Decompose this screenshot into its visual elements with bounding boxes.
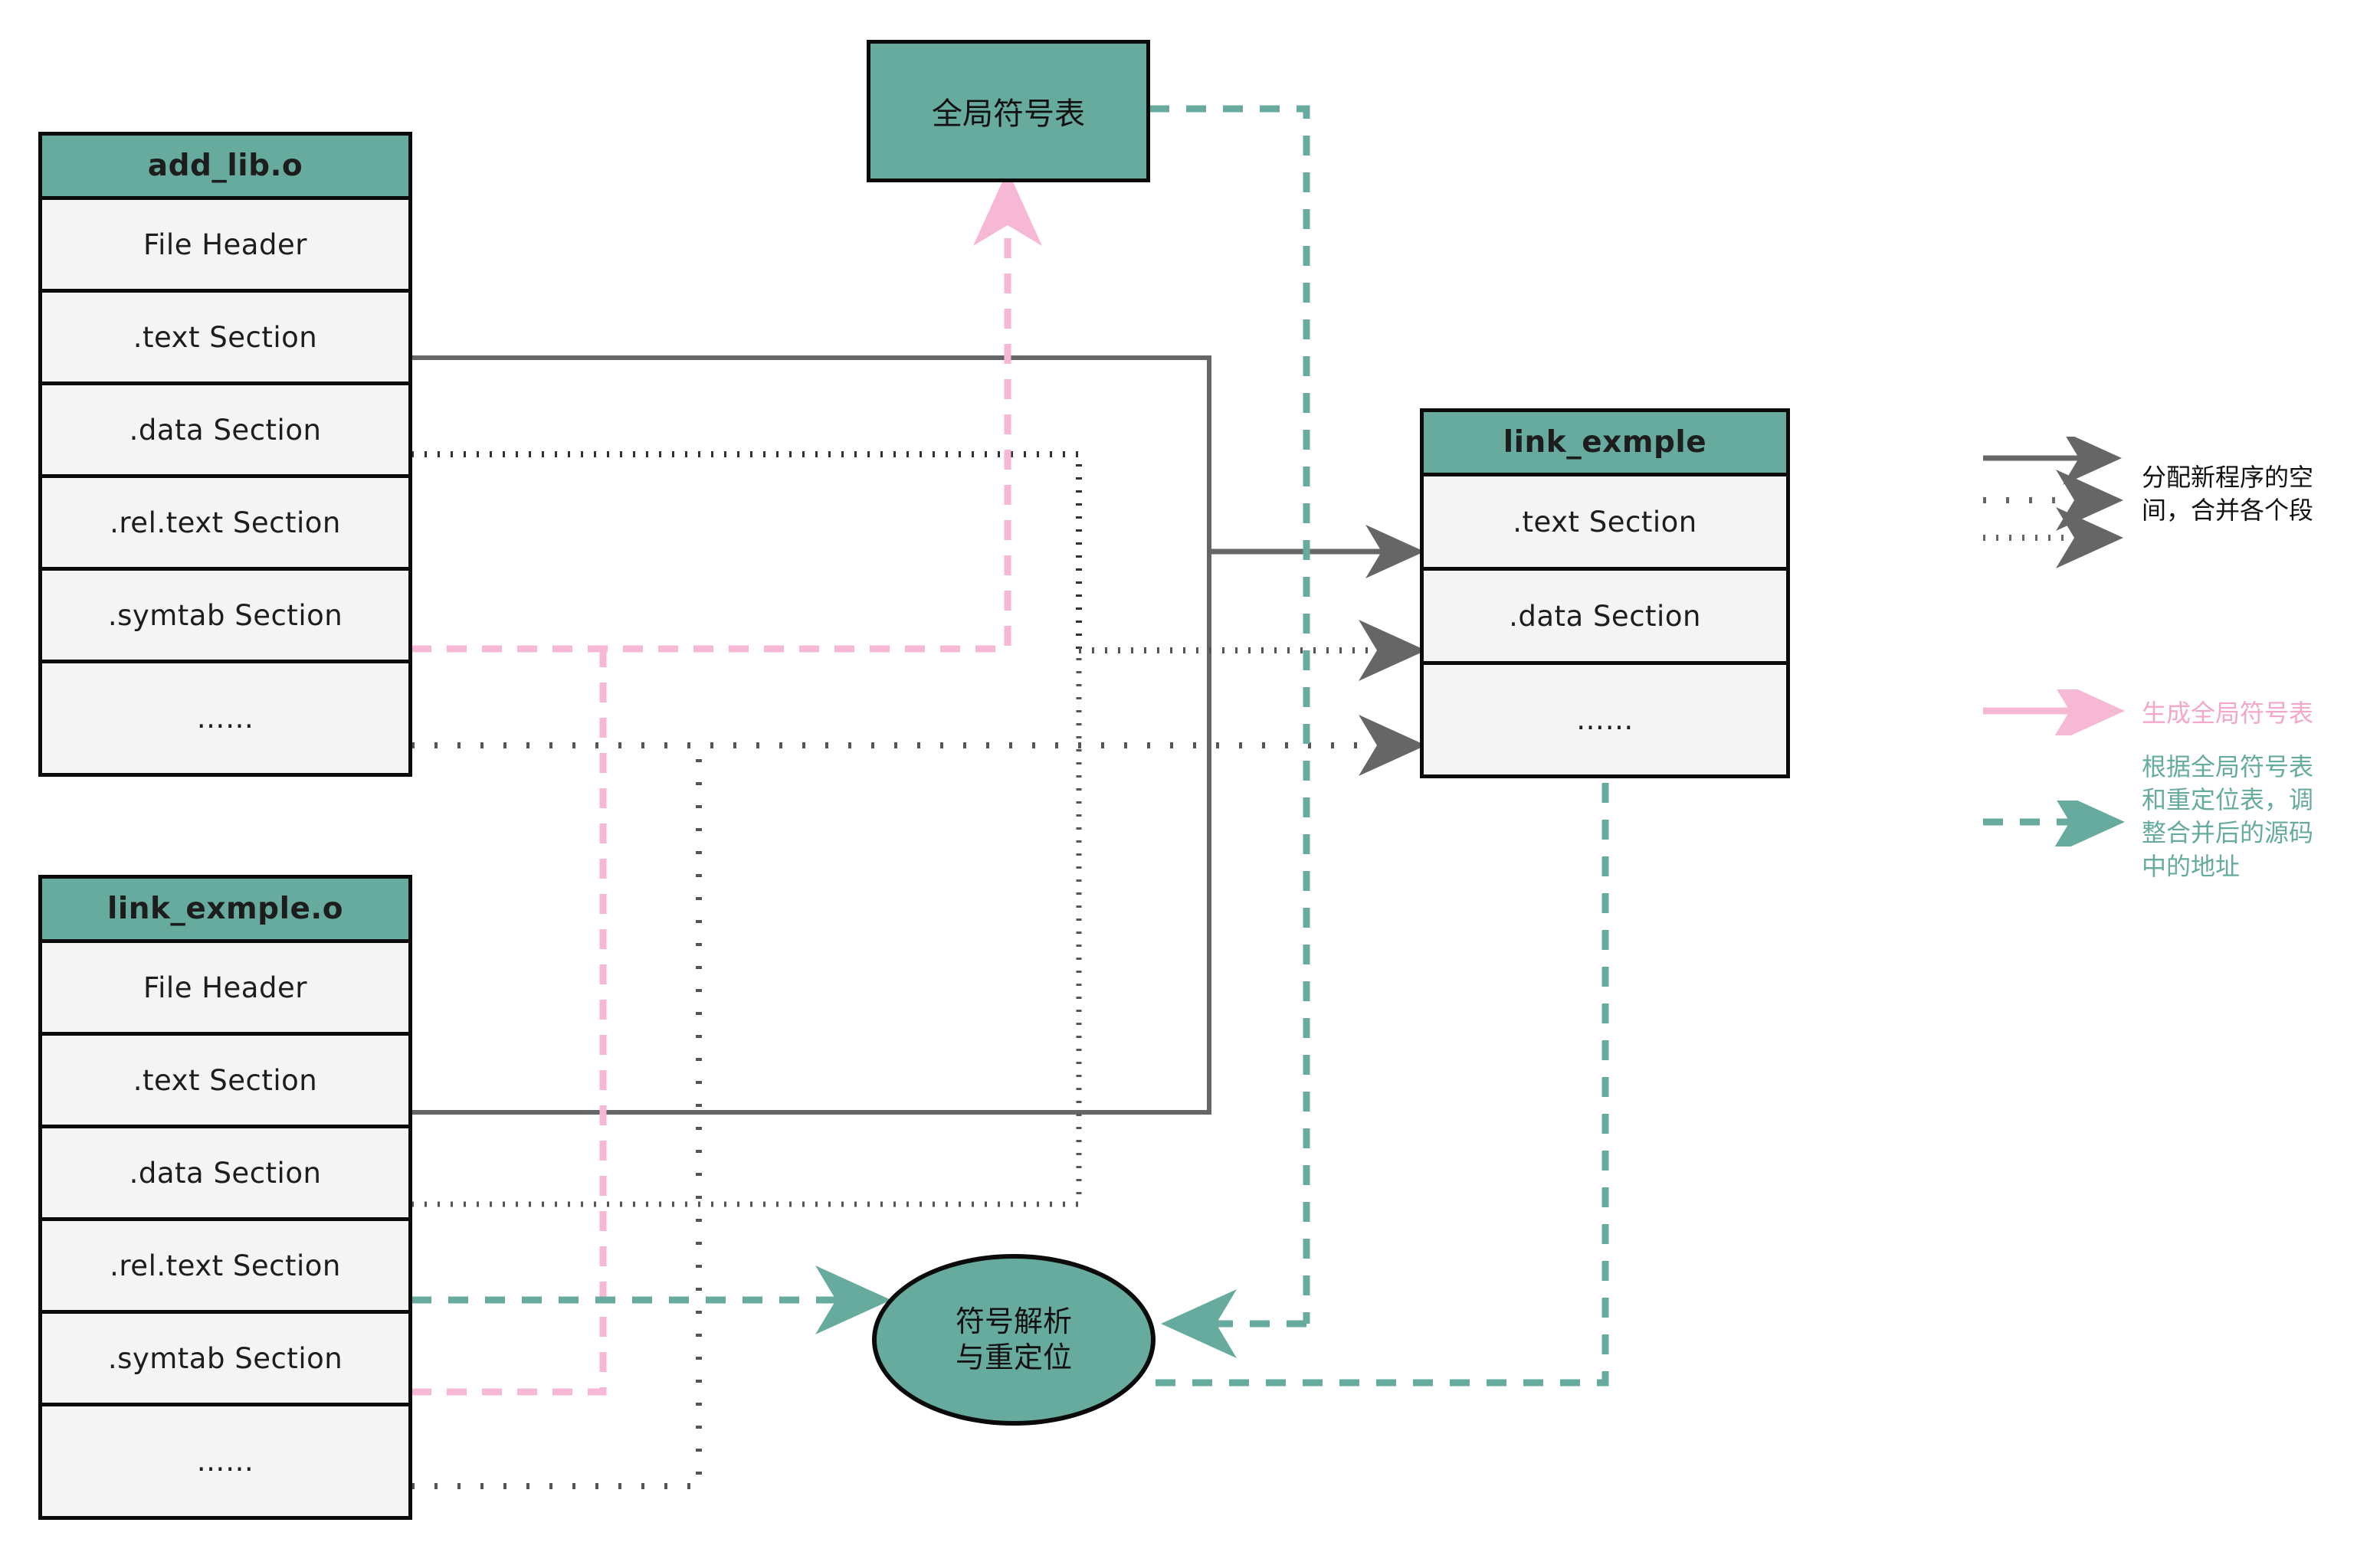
node-symbol-resolution-relocation-label: 符号解析 与重定位 (956, 1304, 1072, 1377)
row-other-section[interactable]: …… (42, 663, 408, 773)
legend-label-generate-global-symbol-table: 生成全局符号表 (2142, 699, 2314, 728)
node-global-symbol-table[interactable]: 全局符号表 (867, 40, 1150, 182)
row-file-header[interactable]: File Header (42, 200, 408, 293)
resolver-line-1: 符号解析 (955, 1304, 1072, 1338)
legend-icon-merge-sections (1983, 437, 2123, 568)
row-reltext-section[interactable]: .rel.text Section (42, 1221, 408, 1314)
node-add-lib-o-header: add_lib.o (42, 136, 408, 200)
row-symtab-section[interactable]: .symtab Section (42, 571, 408, 663)
legend-label-adjust-addresses: 根据全局符号表 和重定位表，调 整合并后的源码 中的地址 (2142, 752, 2314, 881)
row-text-section[interactable]: .text Section (1424, 476, 1786, 571)
row-other-section[interactable]: …… (42, 1406, 408, 1516)
row-data-section[interactable]: .data Section (42, 385, 408, 478)
edge-global-table-to-resolver (1149, 105, 1310, 1358)
node-add-lib-o[interactable]: add_lib.o File Header .text Section .dat… (38, 132, 412, 777)
node-symbol-resolution-relocation[interactable]: 符号解析 与重定位 (872, 1254, 1156, 1426)
resolver-line-2: 与重定位 (955, 1341, 1072, 1374)
edge-text-merge (411, 355, 1424, 1115)
row-data-section[interactable]: .data Section (1424, 571, 1786, 665)
row-text-section[interactable]: .text Section (42, 293, 408, 385)
legend: 分配新程序的空 间，合并各个段 生成全局符号表 根据全局符号表 和重定位表，调 … (1977, 437, 2375, 973)
node-link-exmple-output[interactable]: link_exmple .text Section .data Section … (1420, 408, 1790, 778)
node-link-exmple-output-header: link_exmple (1424, 412, 1786, 476)
row-reltext-section[interactable]: .rel.text Section (42, 478, 408, 571)
legend-icon-generate-global-symbol-table (1983, 689, 2125, 735)
edge-symtab-to-global-table (411, 170, 1042, 1396)
row-data-section[interactable]: .data Section (42, 1128, 408, 1221)
row-text-section[interactable]: .text Section (42, 1036, 408, 1128)
node-global-symbol-table-label: 全局符号表 (932, 97, 1085, 132)
edge-data-merge (411, 451, 1426, 1207)
node-link-exmple-o-header: link_exmple.o (42, 879, 408, 943)
row-other-section[interactable]: …… (1424, 665, 1786, 774)
row-symtab-section[interactable]: .symtab Section (42, 1314, 408, 1406)
row-file-header[interactable]: File Header (42, 943, 408, 1036)
legend-label-merge-sections: 分配新程序的空 间，合并各个段 (2142, 463, 2314, 526)
legend-icon-adjust-addresses (1983, 801, 2125, 846)
node-link-exmple-o[interactable]: link_exmple.o File Header .text Section … (38, 875, 412, 1520)
